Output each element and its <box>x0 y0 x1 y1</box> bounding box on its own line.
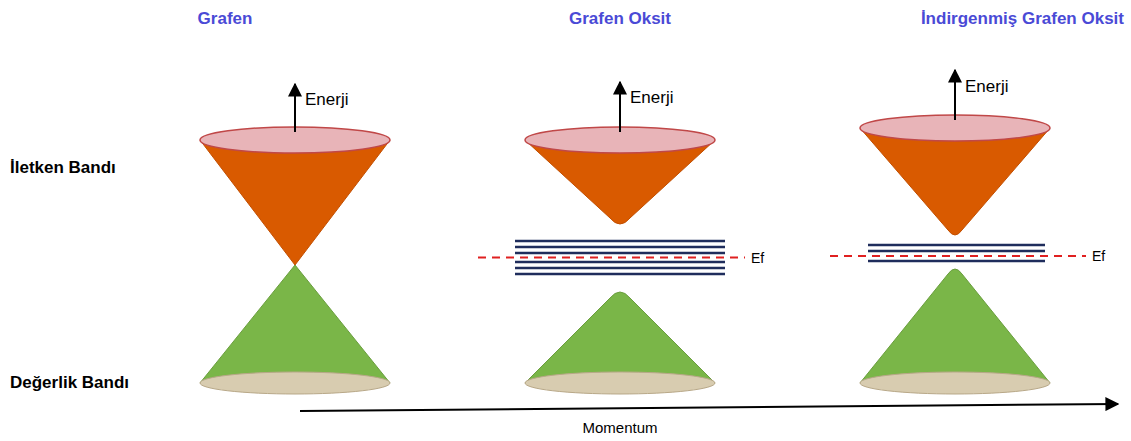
energy-arrows <box>295 70 955 132</box>
axis-label: Enerji <box>630 88 673 108</box>
fermi-level-label: Ef <box>1092 248 1105 264</box>
axis-label: Momentum <box>582 419 657 436</box>
momentum-axis <box>300 404 1118 411</box>
panel-heading: Grafen <box>198 9 253 29</box>
panel-heading: Grafen Oksit <box>569 9 671 29</box>
axis-label: Enerji <box>965 77 1008 97</box>
band-label: Değerlik Bandı <box>10 373 129 393</box>
reduced-graphene-oxide-cones <box>830 115 1086 394</box>
fermi-level-label: Ef <box>751 250 764 266</box>
band-label: İletken Bandı <box>10 158 116 178</box>
axis-label: Enerji <box>305 90 348 110</box>
graphene-cones <box>200 127 390 394</box>
graphene-oxide-cones <box>478 127 745 394</box>
panel-heading: İndirgenmiş Grafen Oksit <box>921 9 1124 29</box>
